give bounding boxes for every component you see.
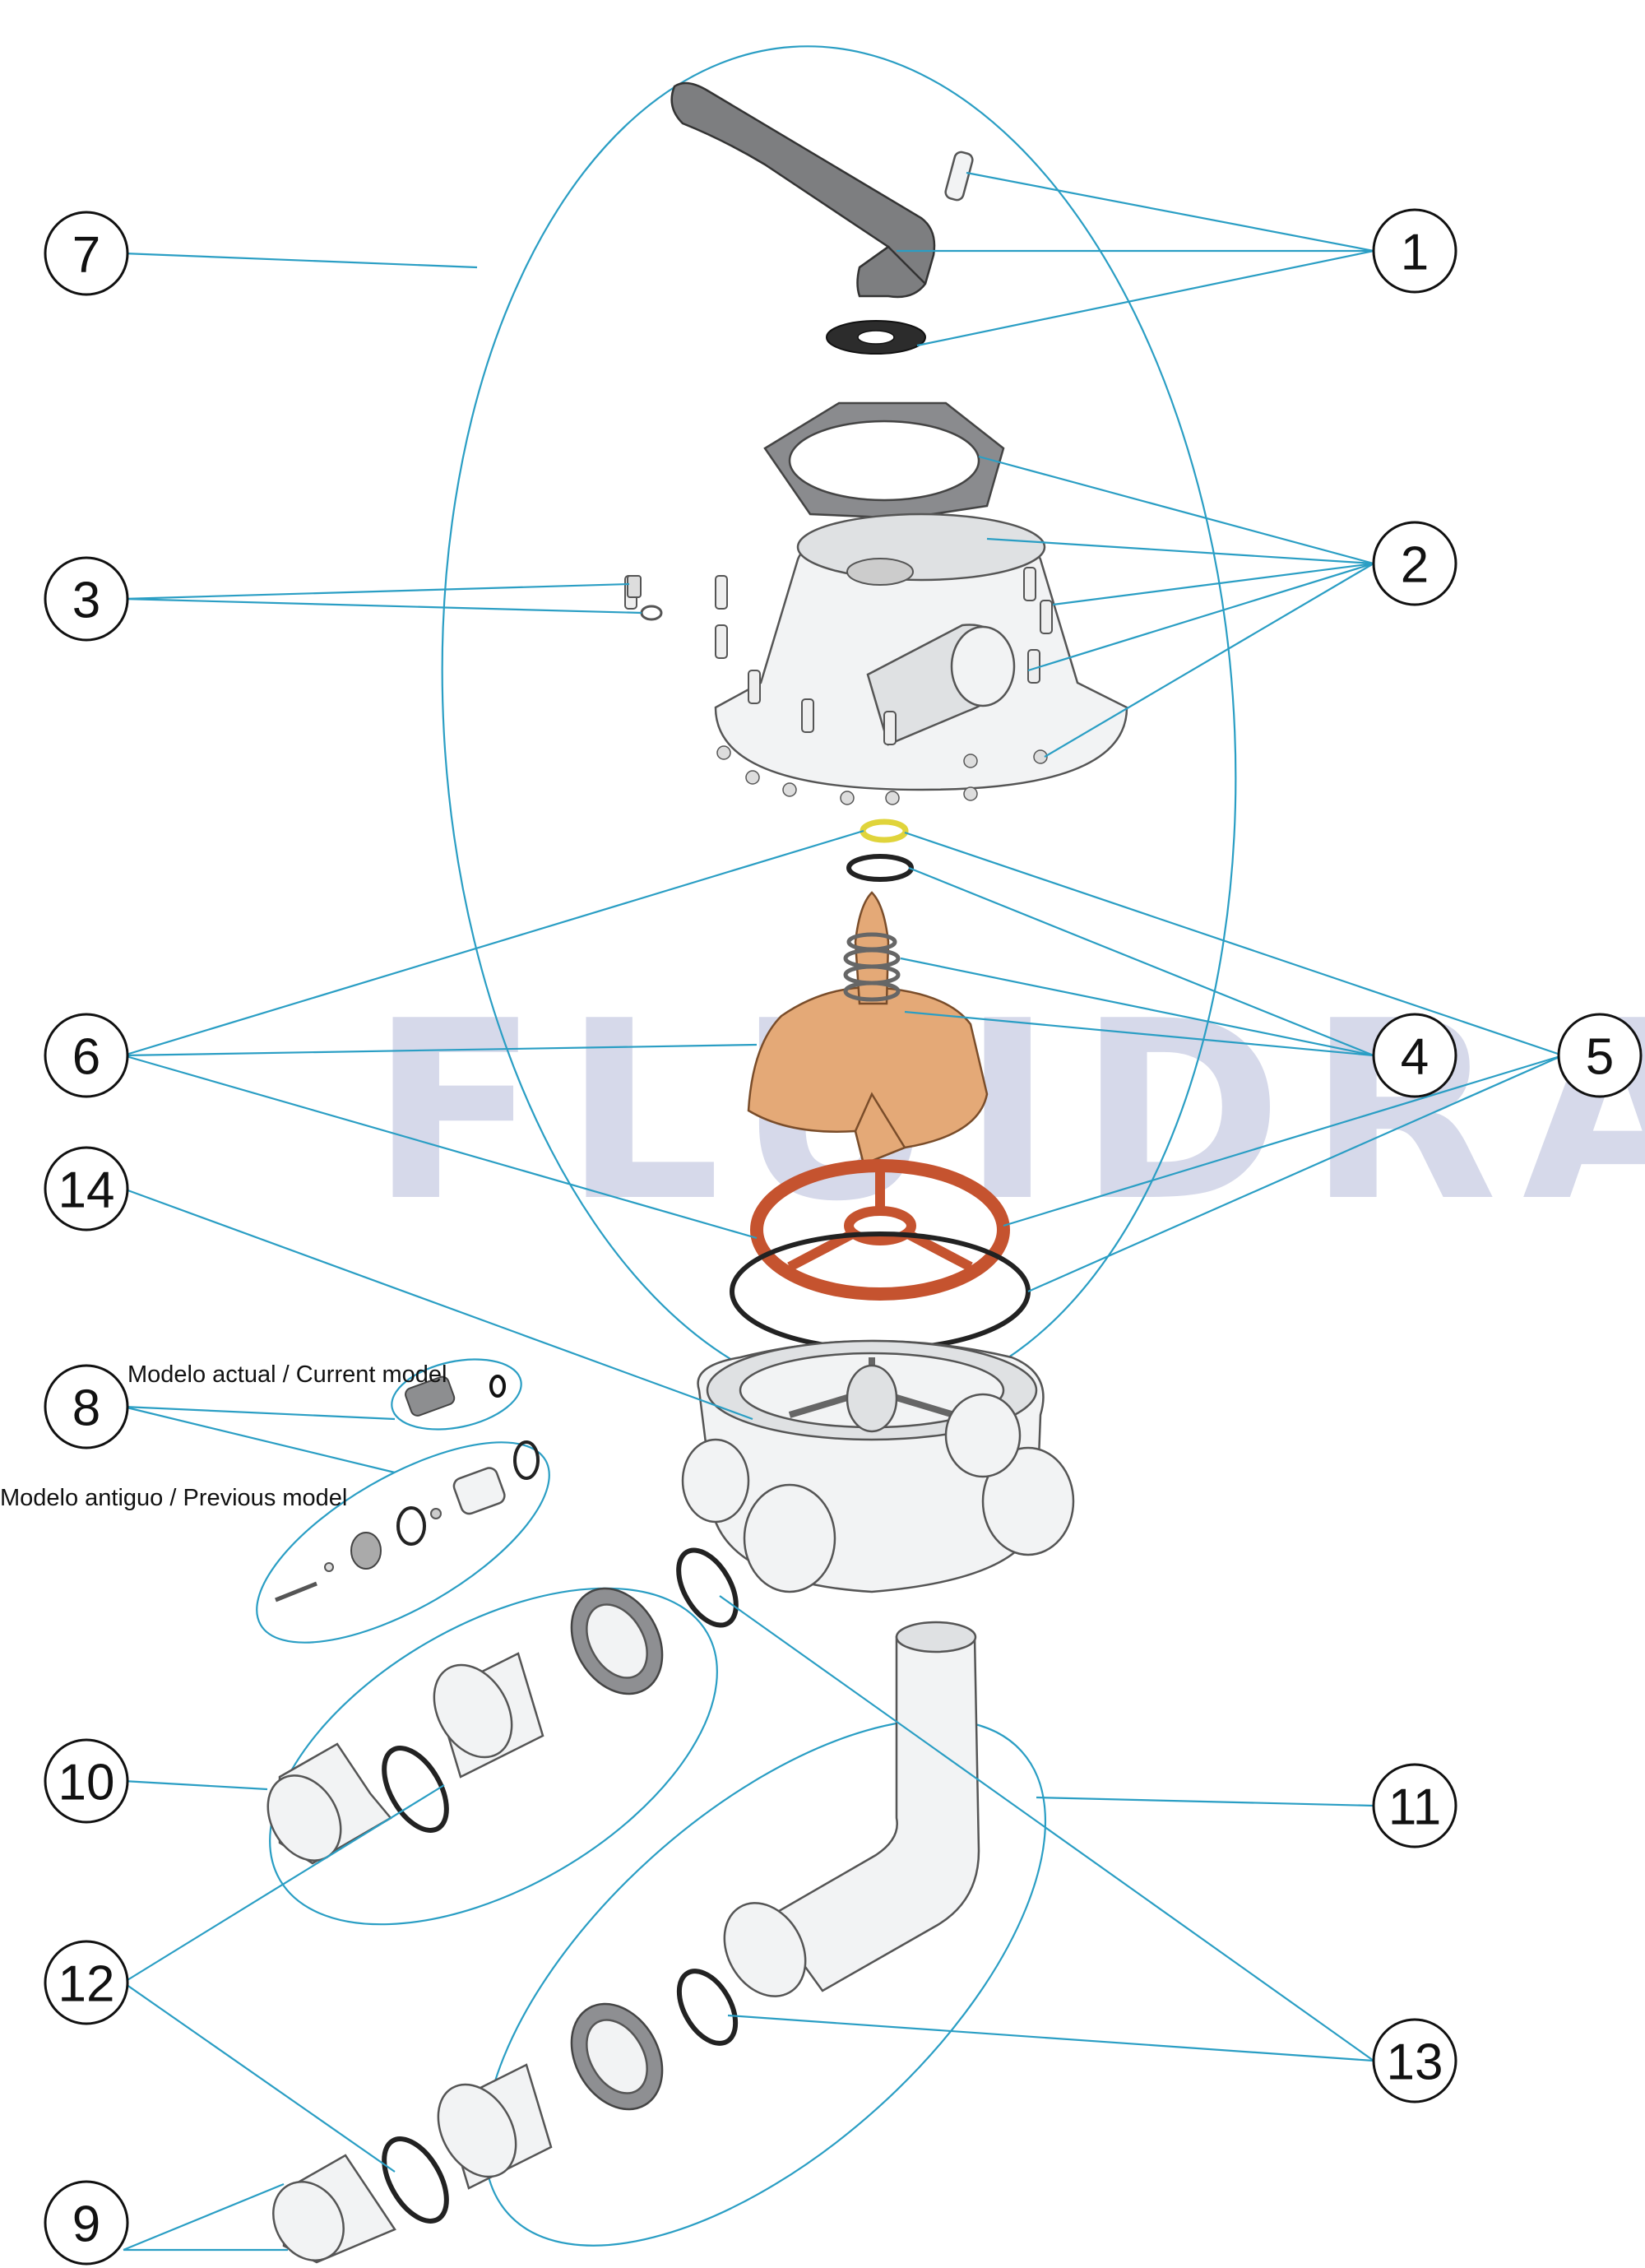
callout-8: 8: [44, 1364, 129, 1449]
svg-text:7: 7: [72, 227, 100, 284]
elbow-pipe-icon: [723, 1621, 980, 1997]
check-valve-previous-icon: [275, 1440, 540, 1602]
svg-text:4: 4: [1401, 1029, 1429, 1086]
callout-12: 12: [44, 1940, 129, 2025]
svg-text:11: 11: [1388, 1779, 1441, 1836]
svg-text:2: 2: [1401, 537, 1429, 594]
leader-lines: [123, 171, 1564, 2252]
lid-gasket-icon: [763, 401, 1005, 520]
svg-text:8: 8: [72, 1380, 100, 1437]
group-ellipse-8-current: [391, 1358, 522, 1431]
svg-text:12: 12: [58, 1956, 115, 2013]
svg-text:10: 10: [58, 1755, 115, 1811]
group-ellipse-10: [269, 1587, 718, 1926]
callout-11: 11: [1372, 1763, 1457, 1848]
callout-10: 10: [44, 1738, 129, 1824]
callout-4: 4: [1372, 1013, 1457, 1098]
check-valve-current-icon: [405, 1375, 506, 1417]
callout-7: 7: [44, 211, 129, 296]
valve-lid-icon: [624, 513, 1128, 805]
caption-current-model: Modelo actual / Current model: [127, 1361, 447, 1388]
o-ring-black-small-icon: [846, 854, 914, 882]
group-ellipse-8-previous: [256, 1441, 550, 1644]
callout-14: 14: [44, 1146, 129, 1231]
callout-13: 13: [1372, 2018, 1457, 2103]
valve-handle-icon: [670, 81, 974, 299]
union-set-lower-icon: [272, 1969, 739, 2264]
svg-text:3: 3: [72, 573, 100, 629]
callout-9: 9: [44, 2180, 129, 2266]
callout-6: 6: [44, 1013, 129, 1098]
caption-previous-model: Modelo antiguo / Previous model: [0, 1485, 347, 1511]
watermark-text: FLUIDRA: [370, 968, 1645, 1255]
svg-text:13: 13: [1387, 2034, 1443, 2091]
screw-icon: [627, 575, 663, 621]
callout-1: 1: [1372, 208, 1457, 294]
star-gasket-icon: [750, 1159, 1010, 1301]
svg-text:5: 5: [1586, 1029, 1614, 1086]
svg-text:9: 9: [72, 2196, 100, 2253]
o-ring-yellow-icon: [860, 819, 909, 843]
callout-3: 3: [44, 556, 129, 642]
union-set-upper-icon: [266, 1547, 739, 1865]
rotor-icon: [747, 891, 989, 1166]
callout-2: 2: [1372, 521, 1457, 606]
svg-text:6: 6: [72, 1029, 100, 1086]
callout-5: 5: [1557, 1013, 1643, 1098]
svg-text:1: 1: [1401, 225, 1429, 281]
group-ellipse-11: [483, 1718, 1047, 2247]
svg-text:14: 14: [58, 1162, 115, 1219]
valve-body-icon: [681, 1339, 1075, 1593]
